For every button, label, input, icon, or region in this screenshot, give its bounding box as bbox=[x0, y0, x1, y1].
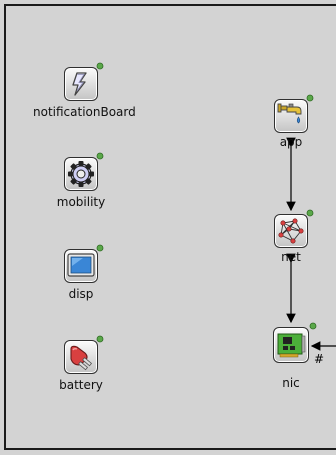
status-indicator-icon bbox=[96, 335, 104, 343]
module-label: battery bbox=[59, 378, 103, 392]
status-indicator-icon bbox=[309, 322, 317, 330]
module-label: nic bbox=[282, 376, 300, 390]
module-label: app bbox=[279, 135, 303, 149]
module-disp[interactable]: disp bbox=[33, 244, 129, 329]
network-boundary bbox=[4, 4, 336, 450]
module-notification-board[interactable]: notificationBoard bbox=[33, 62, 136, 147]
status-indicator-icon bbox=[96, 152, 104, 160]
module-battery[interactable]: battery bbox=[33, 335, 129, 420]
status-indicator-icon bbox=[96, 244, 104, 252]
module-label: disp bbox=[68, 287, 94, 301]
gear-icon bbox=[64, 157, 98, 191]
module-app[interactable]: app bbox=[243, 94, 336, 179]
status-indicator-icon bbox=[306, 209, 314, 217]
network-graph-icon bbox=[274, 214, 308, 248]
module-label: net bbox=[281, 250, 301, 264]
module-label: mobility bbox=[56, 195, 106, 209]
module-net[interactable]: net bbox=[243, 209, 336, 294]
gate-label: # bbox=[314, 352, 325, 366]
status-indicator-icon bbox=[96, 62, 104, 70]
status-indicator-icon bbox=[306, 94, 314, 102]
lightning-icon bbox=[64, 67, 98, 101]
water-tap-icon bbox=[274, 99, 308, 133]
module-label: notificationBoard bbox=[33, 105, 136, 119]
power-plug-icon bbox=[64, 340, 98, 374]
monitor-icon bbox=[64, 249, 98, 283]
module-mobility[interactable]: mobility bbox=[33, 152, 129, 237]
module-nic[interactable]: nic bbox=[243, 322, 336, 407]
network-card-icon bbox=[273, 327, 309, 363]
